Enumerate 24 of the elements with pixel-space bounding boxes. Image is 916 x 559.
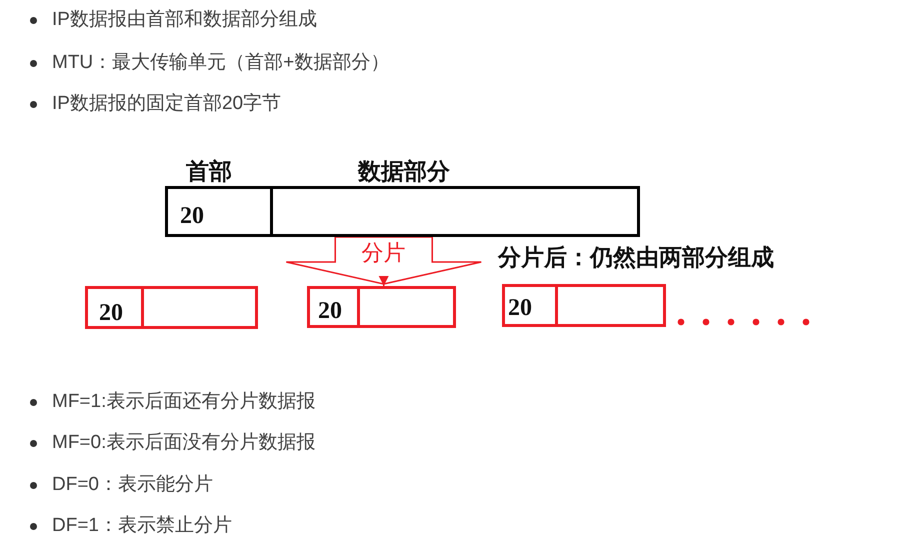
list-item-text: IP数据报由首部和数据部分组成: [52, 8, 317, 32]
block-arrow: [285, 236, 482, 287]
column-heading: 首部: [186, 159, 232, 185]
header-cell: [307, 286, 360, 328]
cell-value: 20: [318, 299, 342, 323]
edge-label: 分片: [362, 240, 406, 264]
header-cell: [165, 186, 273, 237]
note-text: 分片后：仍然由两部分组成: [498, 245, 774, 271]
cell-value: 20: [99, 301, 123, 325]
cell-value: 20: [180, 204, 204, 228]
list-item-text: MF=1:表示后面还有分片数据报: [52, 390, 316, 414]
list-item-text: DF=1：表示禁止分片: [52, 514, 232, 538]
list-item-text: IP数据报的固定首部20字节: [52, 92, 282, 116]
list-item-text: DF=0：表示能分片: [52, 473, 213, 497]
data-cell: [141, 286, 258, 329]
header-cell: [502, 284, 558, 327]
column-heading: 数据部分: [358, 159, 450, 185]
header-cell: [85, 286, 144, 329]
data-cell: [270, 186, 640, 237]
cell-value: 20: [508, 296, 532, 320]
list-item-text: MF=0:表示后面没有分片数据报: [52, 431, 316, 455]
list-item-text: MTU：最大传输单元（首部+数据部分）: [52, 51, 390, 75]
data-cell: [555, 284, 666, 327]
data-cell: [357, 286, 456, 328]
